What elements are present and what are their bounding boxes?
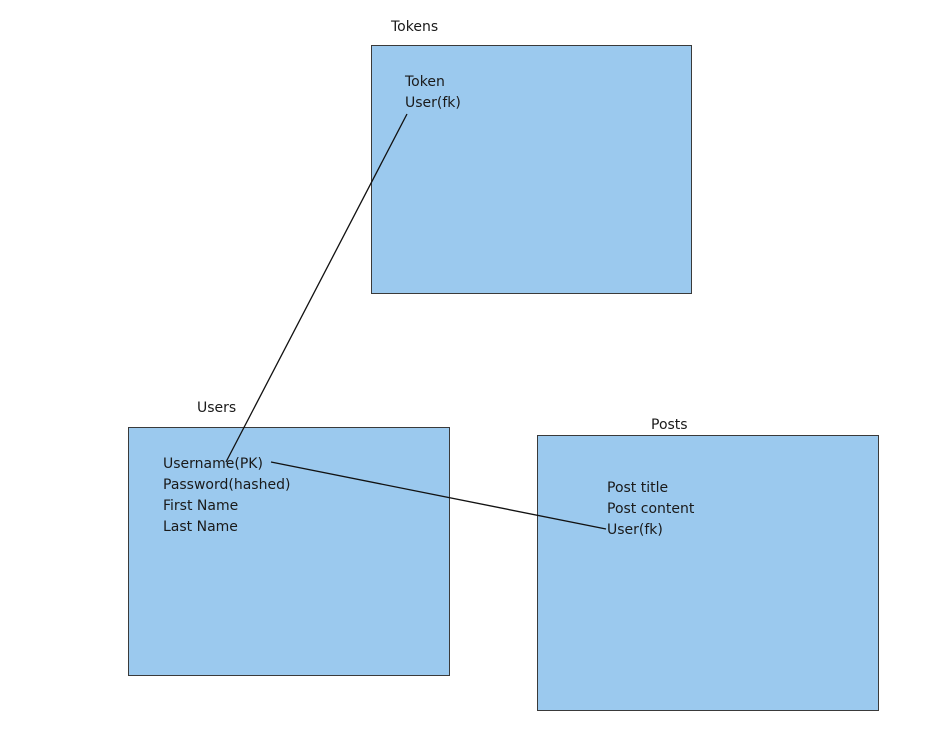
tokens-table[interactable] xyxy=(371,45,692,294)
users-field-last-name: Last Name xyxy=(163,519,238,535)
posts-field-user-fk: User(fk) xyxy=(607,522,663,538)
users-field-password: Password(hashed) xyxy=(163,477,291,493)
users-field-first-name: First Name xyxy=(163,498,239,514)
users-field-username-pk: Username(PK) xyxy=(163,456,263,472)
posts-field-list: Post title Post content User(fk) xyxy=(607,478,694,541)
tokens-field-token: Token xyxy=(405,74,445,90)
posts-table[interactable] xyxy=(537,435,879,711)
posts-field-post-title: Post title xyxy=(607,480,669,496)
users-field-list: Username(PK) Password(hashed) First Name… xyxy=(163,454,290,538)
users-table-title: Users xyxy=(197,400,237,416)
posts-table-title: Posts xyxy=(651,417,688,433)
posts-field-post-content: Post content xyxy=(607,501,695,517)
tokens-field-user-fk: User(fk) xyxy=(405,95,461,111)
tokens-table-title: Tokens xyxy=(391,19,439,35)
tokens-field-list: Token User(fk) xyxy=(405,72,461,114)
